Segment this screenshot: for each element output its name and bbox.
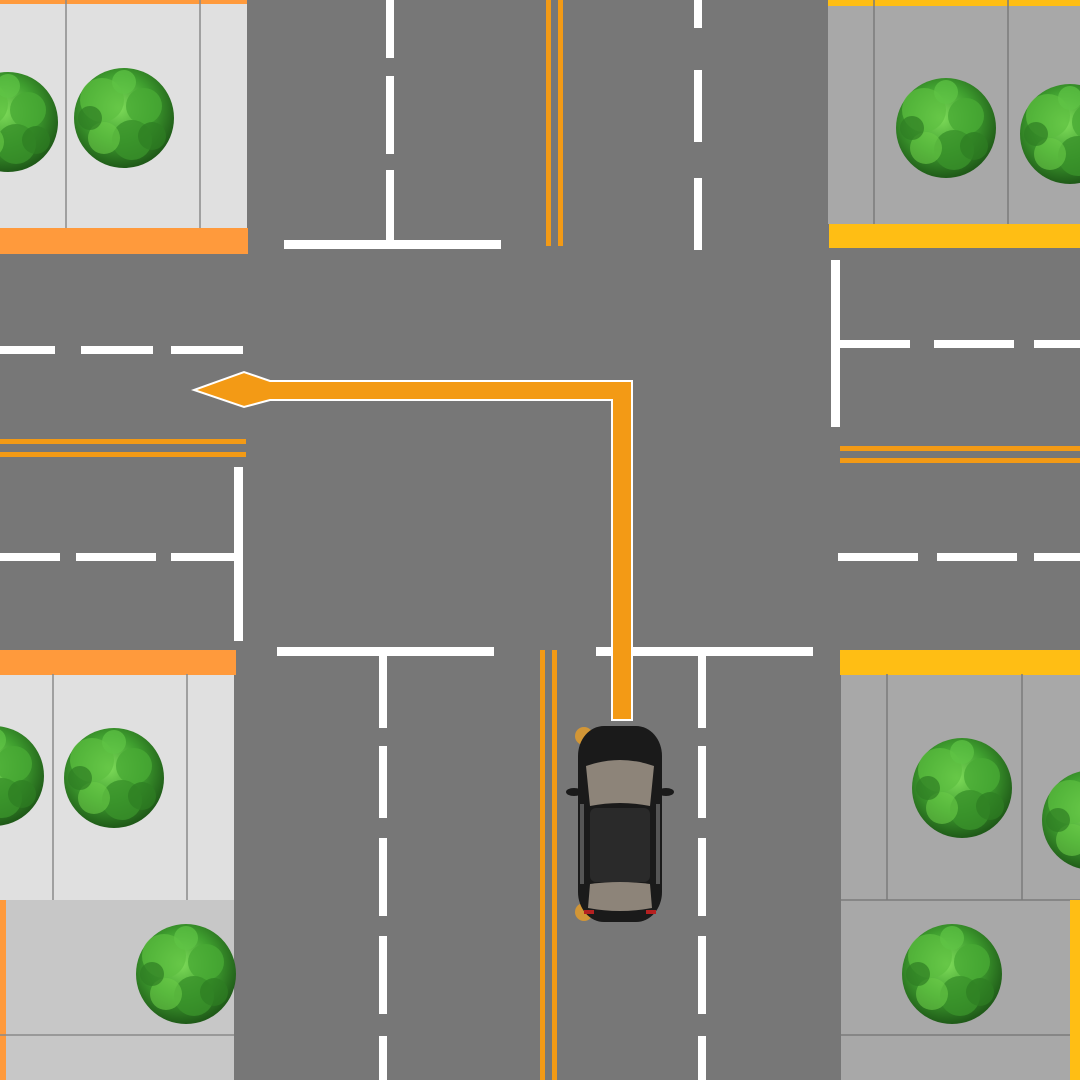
sidewalk-block-top-left bbox=[0, 0, 248, 254]
car-top-view-icon bbox=[566, 726, 674, 922]
curb-bottom-right bbox=[840, 650, 1080, 675]
sidewalk-block-bottom-left bbox=[0, 650, 236, 1080]
curb-bottom-left bbox=[0, 650, 236, 675]
sidewalk-block-bottom-right bbox=[840, 650, 1080, 1080]
curb-top-left bbox=[0, 228, 248, 254]
tree-icon bbox=[896, 78, 996, 178]
tree-icon bbox=[902, 924, 1002, 1024]
tree-icon bbox=[64, 728, 164, 828]
sidewalk-block-top-right bbox=[828, 0, 1080, 248]
tree-icon bbox=[912, 738, 1012, 838]
east-road-markings bbox=[831, 260, 1080, 561]
north-road-markings bbox=[284, 0, 702, 250]
curb-top-right bbox=[829, 224, 1080, 248]
turn-left-arrow-icon bbox=[190, 370, 633, 721]
west-road-markings bbox=[0, 346, 246, 641]
tree-icon bbox=[74, 68, 174, 168]
south-road-markings bbox=[277, 647, 813, 1080]
tree-icon bbox=[136, 924, 236, 1024]
